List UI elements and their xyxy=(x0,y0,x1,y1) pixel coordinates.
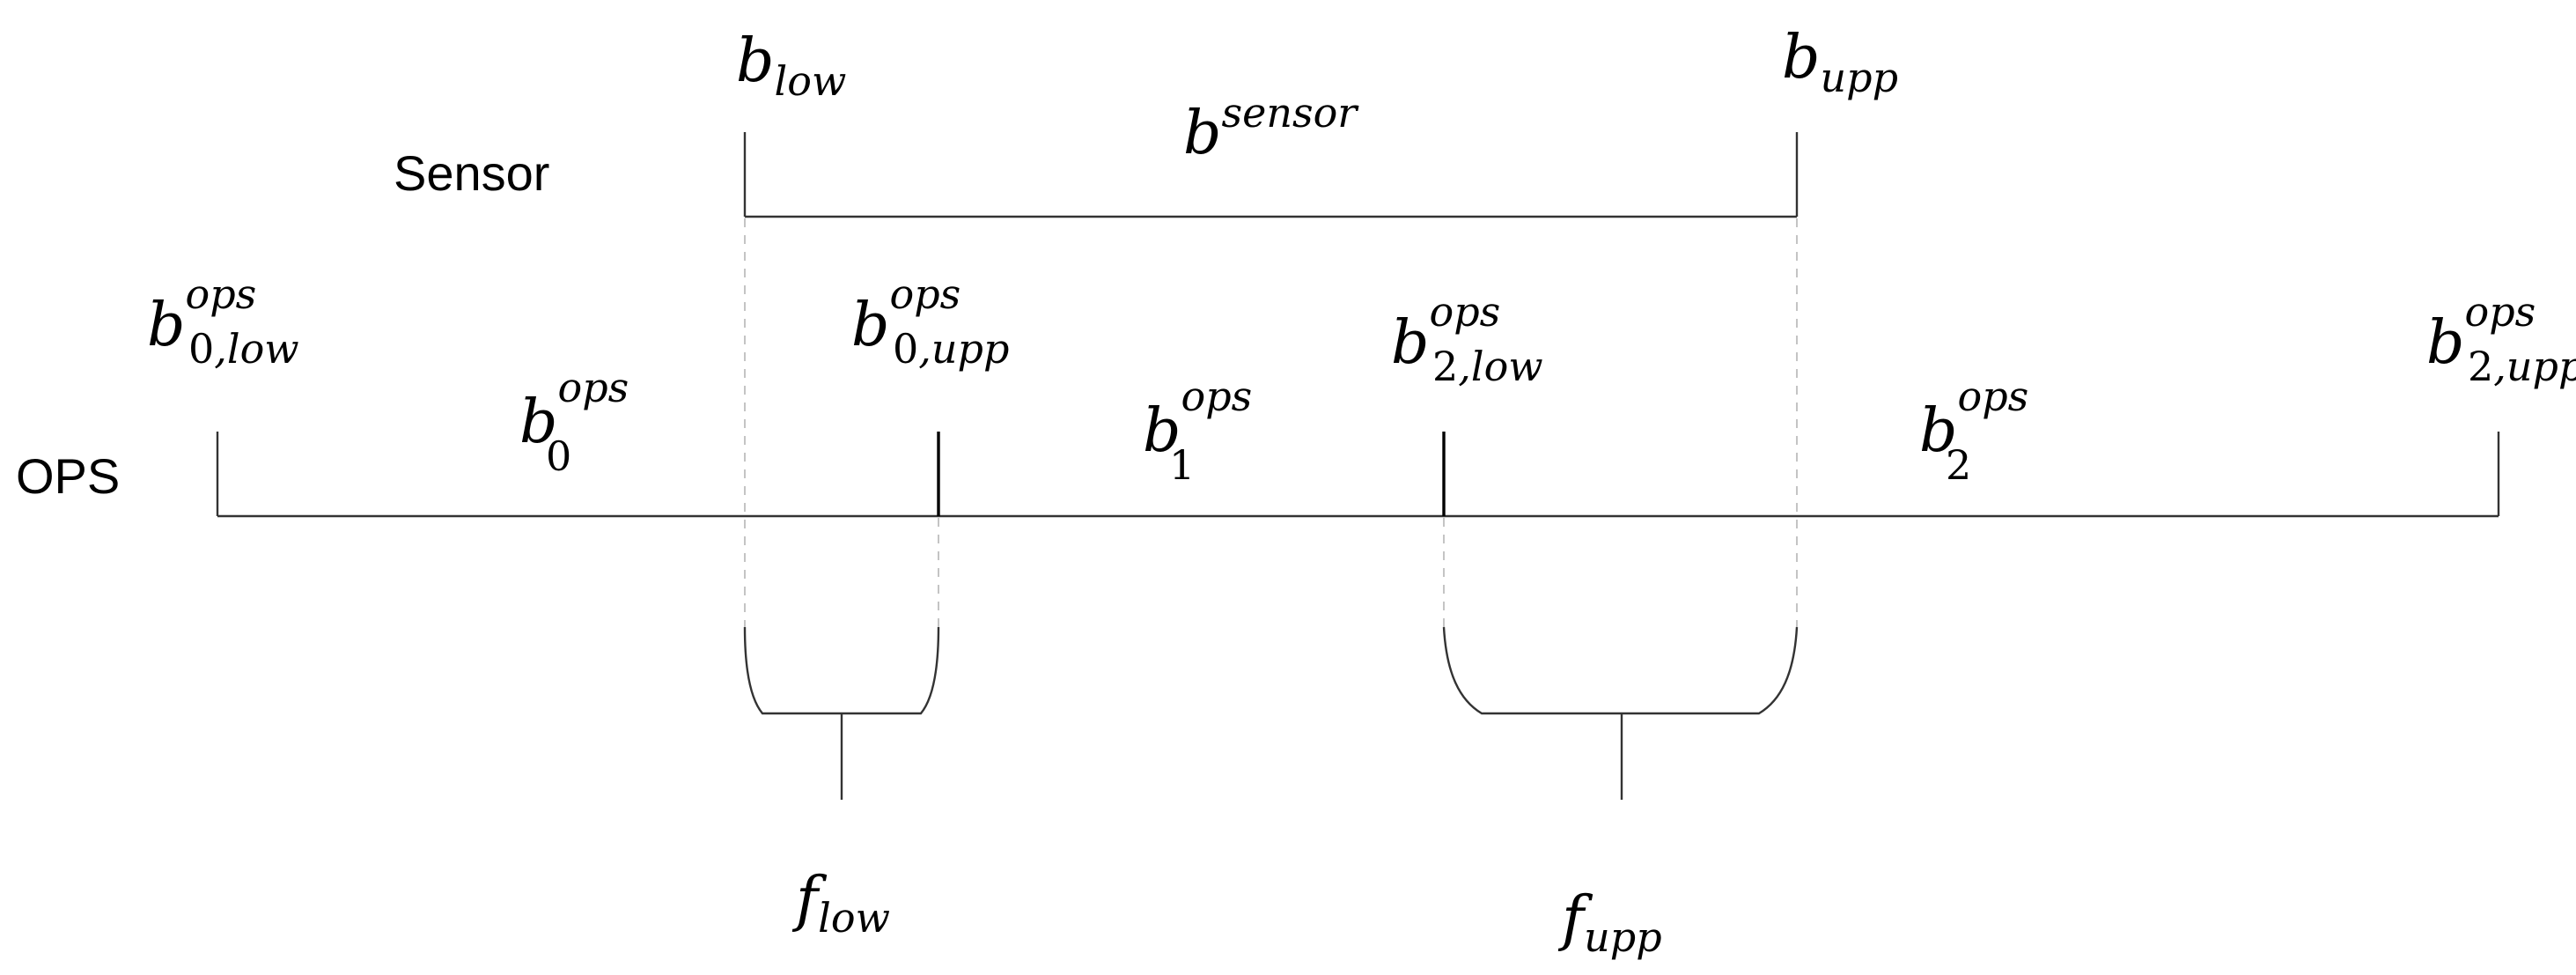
f-low-label: flow xyxy=(791,865,890,942)
b-sensor-label: bsensor xyxy=(1183,89,1359,168)
f-upp-brace xyxy=(1442,626,1799,715)
ops-axis xyxy=(216,432,2500,518)
sensor-bin-bracket xyxy=(743,132,1799,218)
b-low-label: blow xyxy=(736,26,846,105)
b-upp-label: bupp xyxy=(1782,23,1898,101)
f-low-brace xyxy=(743,626,940,715)
f-upp-label: fupp xyxy=(1557,884,1662,961)
sensor-row-label: Sensor xyxy=(394,145,549,201)
projection-lines xyxy=(744,218,1798,627)
ops-row-label: OPS xyxy=(16,448,120,504)
